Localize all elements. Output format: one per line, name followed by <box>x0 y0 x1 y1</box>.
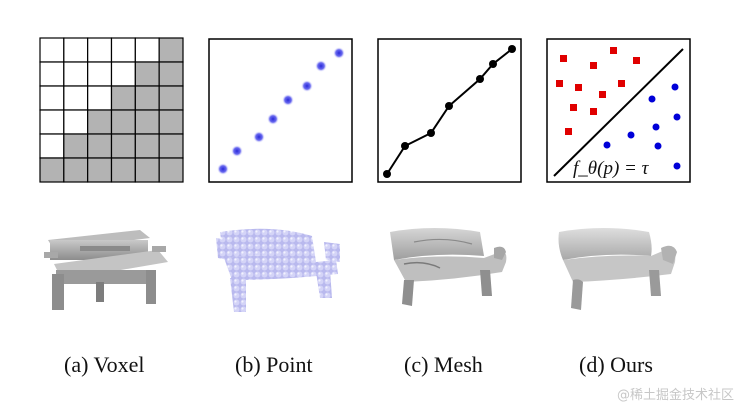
decision-boundary <box>553 48 684 177</box>
voxel-cell-empty <box>39 37 65 63</box>
voxel-cell-filled <box>87 157 113 183</box>
voxel-cell-empty <box>87 61 113 87</box>
point-sample <box>231 145 243 157</box>
outside-sample <box>575 84 582 91</box>
inside-sample <box>673 113 681 121</box>
mesh-vertex <box>508 45 516 53</box>
outside-sample <box>590 62 597 69</box>
point-sample <box>217 163 229 175</box>
mesh-vertex <box>383 170 391 178</box>
point-sample <box>282 94 294 106</box>
inside-sample <box>671 83 679 91</box>
point-bench-render <box>216 228 340 312</box>
outside-sample <box>590 108 597 115</box>
voxel-cell-empty <box>110 61 136 87</box>
voxel-bench-render <box>44 230 168 310</box>
voxel-cell-filled <box>134 109 160 135</box>
voxel-cell-filled <box>87 133 113 159</box>
ours-bench-render <box>558 228 677 310</box>
point-sample <box>267 113 279 125</box>
outside-sample <box>618 80 625 87</box>
voxel-cell-filled <box>63 133 89 159</box>
voxel-cell-filled <box>134 157 160 183</box>
caption-ours: (d) Ours <box>579 352 653 377</box>
caption-point: (b) Point <box>235 352 313 377</box>
voxel-cell-filled <box>158 61 184 87</box>
voxel-cell-filled <box>158 37 184 63</box>
caption-mesh: (c) Mesh <box>404 352 483 377</box>
mesh-panel <box>377 38 522 183</box>
voxel-cell-empty <box>39 85 65 111</box>
point-diagram <box>208 38 353 183</box>
voxel-cell-filled <box>158 133 184 159</box>
voxel-cell-empty <box>63 61 89 87</box>
voxel-cell-filled <box>87 109 113 135</box>
mesh-vertex <box>401 142 409 150</box>
voxel-cell-filled <box>110 109 136 135</box>
inside-sample <box>673 162 681 170</box>
mesh-diagram <box>377 38 522 183</box>
caption-voxel: (a) Voxel <box>64 352 145 377</box>
voxel-cell-filled <box>110 85 136 111</box>
outside-sample <box>570 104 577 111</box>
voxel-cell-filled <box>134 133 160 159</box>
voxel-cell-empty <box>134 37 160 63</box>
voxel-cell-filled <box>134 85 160 111</box>
voxel-cell-filled <box>63 157 89 183</box>
mesh-vertex <box>489 60 497 68</box>
inside-sample <box>648 95 656 103</box>
inside-sample <box>652 123 660 131</box>
point-sample <box>253 131 265 143</box>
inside-sample <box>627 131 635 139</box>
mesh-vertex <box>445 102 453 110</box>
voxel-cell-filled <box>110 157 136 183</box>
voxel-cell-empty <box>39 133 65 159</box>
outside-sample <box>565 128 572 135</box>
voxel-cell-filled <box>158 85 184 111</box>
inside-sample <box>654 142 662 150</box>
outside-sample <box>560 55 567 62</box>
point-sample <box>315 60 327 72</box>
voxel-cell-filled <box>134 61 160 87</box>
watermark: @稀土掘金技术社区 <box>616 388 734 403</box>
voxel-cell-empty <box>87 85 113 111</box>
point-panel <box>208 38 353 183</box>
voxel-cell-empty <box>87 37 113 63</box>
voxel-cell-empty <box>39 61 65 87</box>
voxel-cell-empty <box>39 109 65 135</box>
outside-sample <box>599 91 606 98</box>
voxel-panel <box>39 37 184 183</box>
voxel-cell-empty <box>63 85 89 111</box>
level-set-formula: f_θ(p) = τ <box>573 158 650 179</box>
ours-diagram: f_θ(p) = τ <box>546 38 691 183</box>
voxel-cell-filled <box>39 157 65 183</box>
voxel-cell-filled <box>158 109 184 135</box>
mesh-vertex <box>427 129 435 137</box>
voxel-cell-empty <box>63 37 89 63</box>
voxel-grid <box>39 37 184 183</box>
outside-sample <box>633 57 640 64</box>
ours-panel: f_θ(p) = τ <box>546 38 691 183</box>
mesh-vertex <box>476 75 484 83</box>
voxel-cell-filled <box>110 133 136 159</box>
outside-sample <box>556 80 563 87</box>
point-sample <box>333 47 345 59</box>
mesh-bench-render <box>390 228 507 306</box>
inside-sample <box>603 141 611 149</box>
voxel-cell-empty <box>63 109 89 135</box>
point-sample <box>301 80 313 92</box>
outside-sample <box>610 47 617 54</box>
voxel-cell-empty <box>110 37 136 63</box>
voxel-cell-filled <box>158 157 184 183</box>
